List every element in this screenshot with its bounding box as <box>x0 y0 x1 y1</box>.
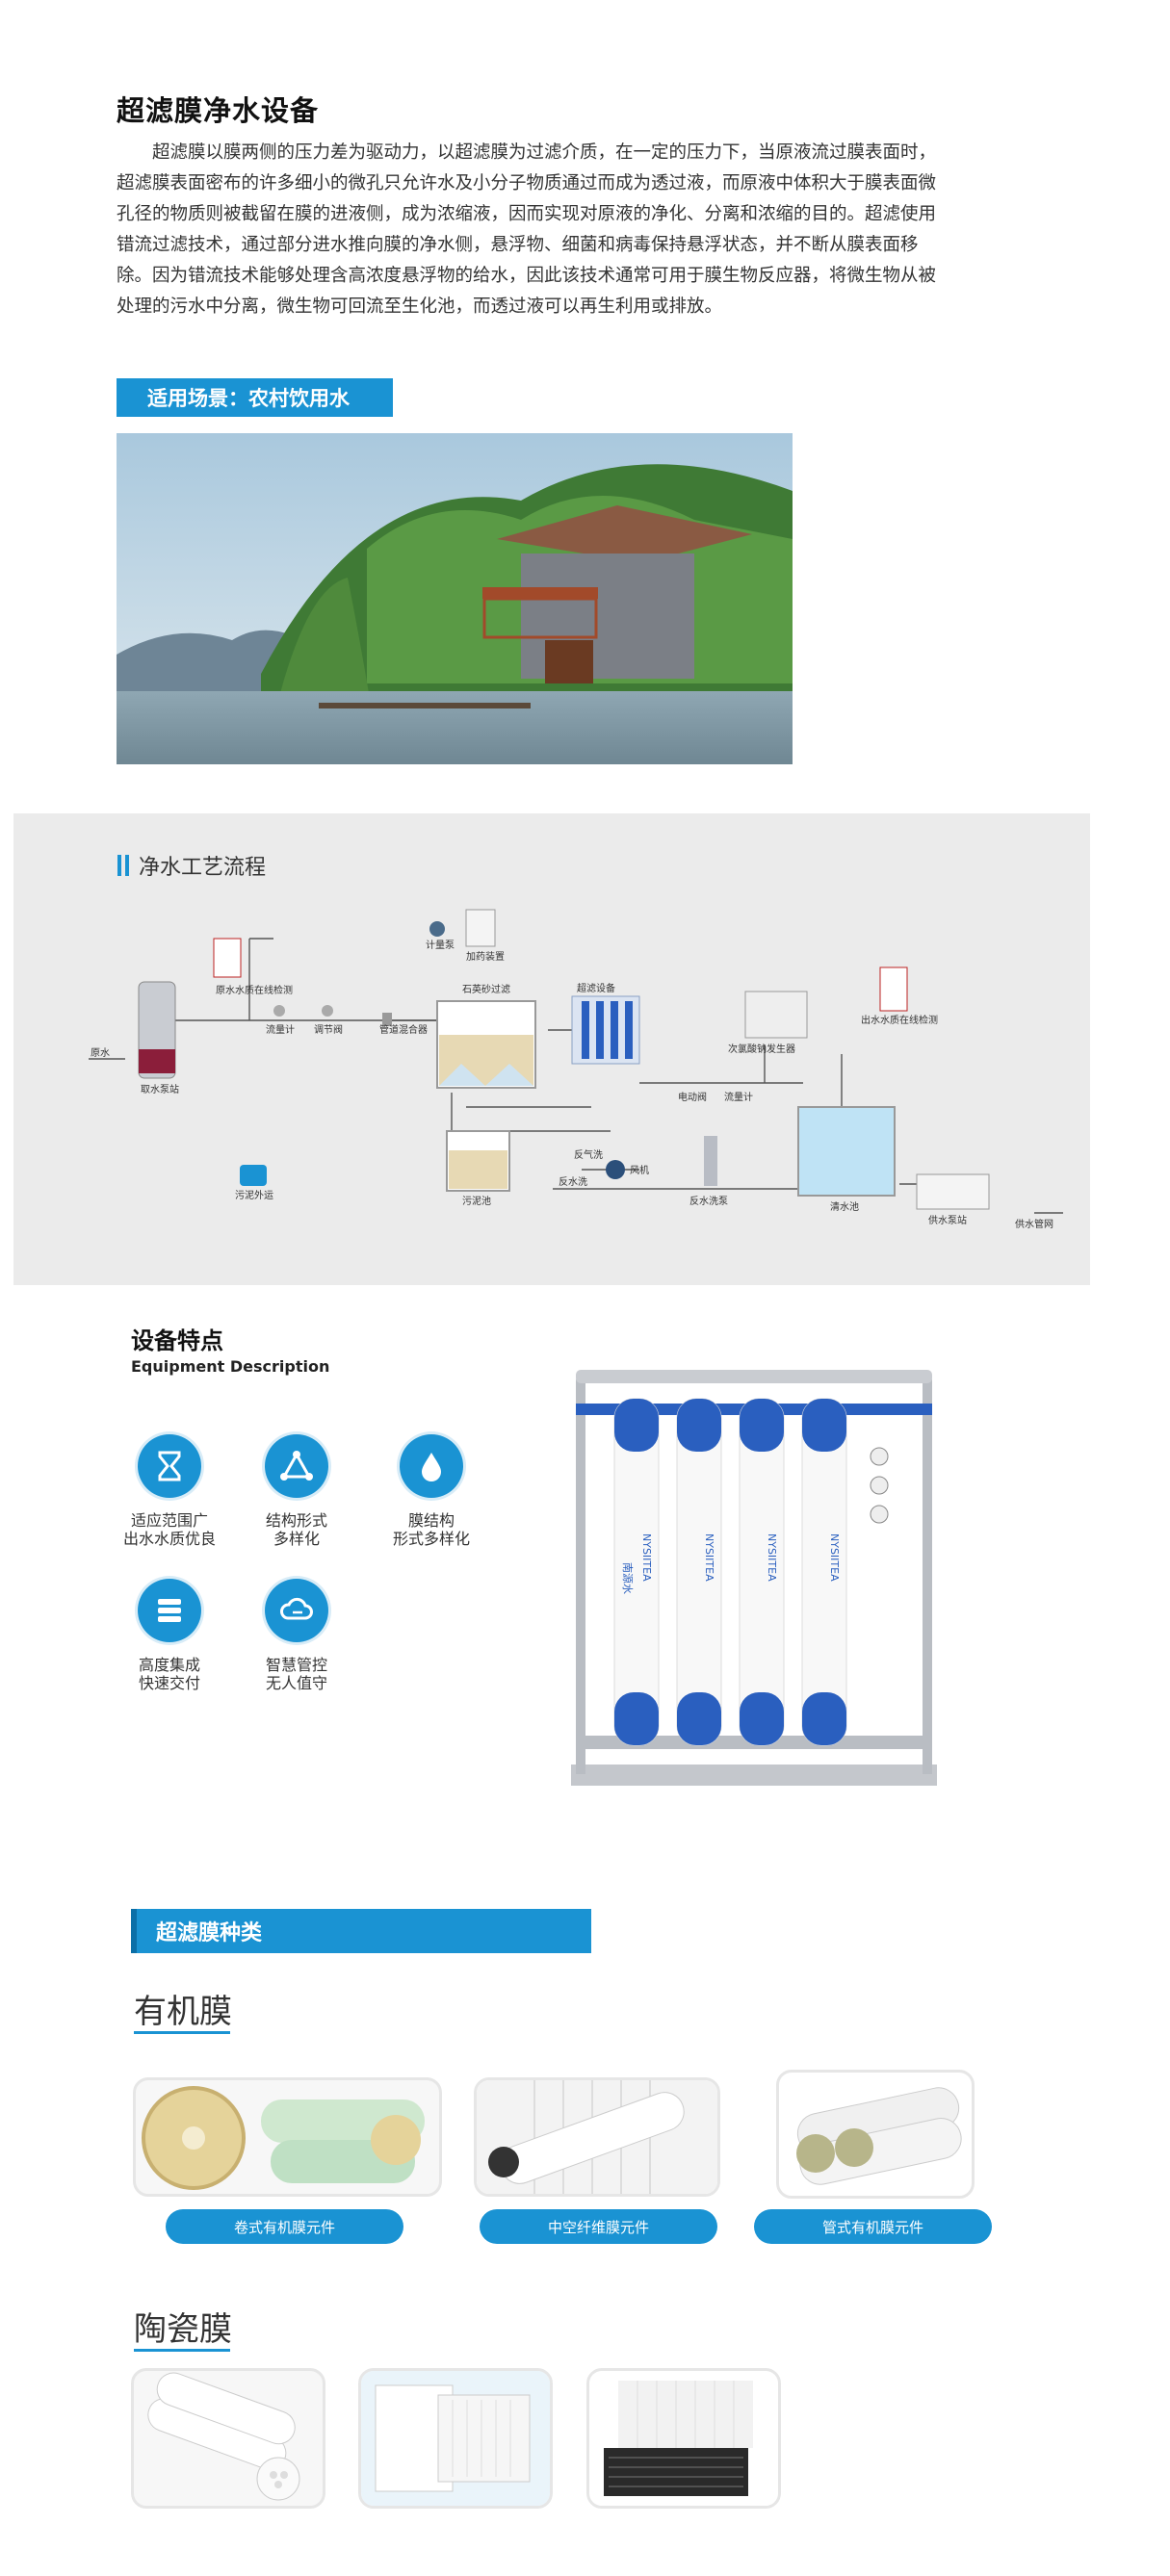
ceramic-flat-photo <box>358 2368 553 2509</box>
label-sludge-tank: 污泥池 <box>462 1195 491 1207</box>
equipment-brand-text: NYSIITEA <box>640 1533 653 1582</box>
integration-icon <box>138 1579 201 1642</box>
heading-bar-icon <box>125 855 129 876</box>
label-uf-device: 超滤设备 <box>577 982 615 994</box>
ceramic-heading: 陶瓷膜 <box>134 2310 232 2349</box>
equipment-photo: NYSIITEA 南源水 NYSIITEA NYSIITEA NYSIITEA <box>571 1370 937 1786</box>
features-title: 设备特点 <box>131 1327 223 1354</box>
process-panel <box>13 813 1090 1285</box>
label-supply-pipe: 供水管网 <box>1015 1218 1053 1230</box>
label-electric-valve: 电动阀 <box>678 1091 707 1103</box>
feature-item: 膜结构 形式多样化 <box>369 1434 494 1548</box>
label-intake-pump: 取水泵站 <box>141 1083 179 1095</box>
scene-photo <box>117 433 793 764</box>
ceramic-module-photo <box>586 2368 781 2509</box>
hollow-fiber-membrane-photo <box>474 2077 720 2197</box>
feature-text: 膜结构 形式多样化 <box>392 1511 470 1548</box>
types-label: 超滤膜种类 <box>131 1909 591 1953</box>
label-raw-monitor: 原水水质在线检测 <box>216 984 293 996</box>
organic-underline <box>134 2031 230 2034</box>
feature-item: 智慧管控 无人值守 <box>234 1579 359 1692</box>
cloud-control-icon <box>265 1579 328 1642</box>
equipment-brand-text: NYSIITEA <box>703 1533 715 1582</box>
label-out-monitor: 出水水质在线检测 <box>861 1014 938 1026</box>
label-backwash-water: 反水洗 <box>559 1176 587 1188</box>
product-pill-spiral: 卷式有机膜元件 <box>166 2209 403 2244</box>
feature-text: 高度集成 快速交付 <box>138 1656 200 1692</box>
label-regulating-valve: 调节阀 <box>314 1023 343 1036</box>
product-pill-hollow-fiber: 中空纤维膜元件 <box>480 2209 717 2244</box>
label-backwash-air: 反气洗 <box>574 1148 603 1161</box>
feature-text: 适应范围广 出水水质优良 <box>122 1511 216 1548</box>
label-backwash-pump: 反水洗泵 <box>689 1196 728 1207</box>
label-raw-water: 原水 <box>91 1047 110 1059</box>
page-title: 超滤膜净水设备 <box>117 94 320 127</box>
ceramic-underline <box>134 2349 230 2352</box>
feature-item: 结构形式 多样化 <box>234 1434 359 1548</box>
equipment-brand-text: NYSIITEA <box>828 1533 841 1582</box>
label-blower: 风机 <box>630 1164 649 1176</box>
organic-heading: 有机膜 <box>134 1993 232 2031</box>
equipment-brand-cn-text: 南源水 <box>621 1562 635 1594</box>
feature-item: 高度集成 快速交付 <box>107 1579 232 1692</box>
label-flow-meter-2: 流量计 <box>724 1091 753 1103</box>
hourglass-icon <box>138 1434 201 1498</box>
heading-bar-icon <box>117 855 121 876</box>
feature-text: 智慧管控 无人值守 <box>265 1656 327 1692</box>
intro-paragraph: 超滤膜以膜两侧的压力差为驱动力，以超滤膜为过滤介质，在一定的压力下，当原液流过膜… <box>117 142 937 317</box>
water-drop-icon <box>400 1434 463 1498</box>
equipment-brand-text: NYSIITEA <box>766 1533 778 1582</box>
spiral-membrane-photo <box>133 2077 442 2197</box>
tubular-membrane-photo <box>776 2070 975 2199</box>
ceramic-tube-photo <box>131 2368 325 2509</box>
network-triangle-icon <box>265 1434 328 1498</box>
features-subtitle: Equipment Description <box>131 1357 330 1376</box>
scene-label: 适用场景：农村饮用水 <box>117 378 393 417</box>
process-heading-text: 净水工艺流程 <box>139 856 267 880</box>
feature-item: 适应范围广 出水水质优良 <box>107 1434 232 1548</box>
process-heading: 净水工艺流程 <box>117 850 266 881</box>
label-supply-pump: 供水泵站 <box>928 1214 967 1226</box>
label-pipe-mixer: 管道混合器 <box>379 1023 428 1036</box>
product-pill-tubular: 管式有机膜元件 <box>754 2209 992 2244</box>
label-clear-tank: 清水池 <box>830 1200 859 1213</box>
feature-text: 结构形式 多样化 <box>265 1511 327 1548</box>
label-chlorine-generator: 次氯酸钠发生器 <box>728 1043 795 1055</box>
label-sludge-pump: 污泥外运 <box>235 1189 273 1201</box>
label-flow-meter-1: 流量计 <box>266 1023 295 1036</box>
label-sand-filter: 石英砂过滤 <box>462 983 510 995</box>
types-label-edge <box>131 1909 137 1953</box>
process-diagram: 原水 取水泵站 原水水质在线检测 流量计 调节阀 管道混合器 计量泵 加药装置 … <box>89 909 1063 1230</box>
label-metering-pump: 计量泵 <box>426 939 455 951</box>
label-dosing-device: 加药装置 <box>466 950 505 963</box>
